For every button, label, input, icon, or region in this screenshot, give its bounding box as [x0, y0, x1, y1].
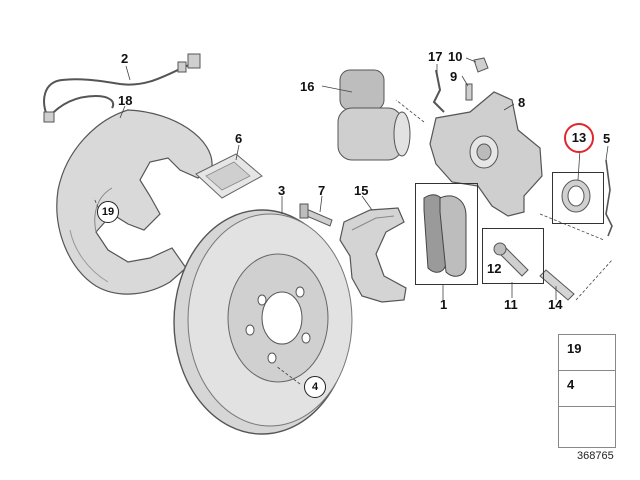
callout-9[interactable]: 9 — [450, 69, 458, 84]
brake-disc[interactable] — [173, 209, 353, 435]
legend-box-bolt-19: 19 — [558, 334, 616, 372]
piston-seal-ring[interactable] — [561, 179, 591, 213]
callout-19-circled[interactable]: 19 — [97, 201, 119, 223]
brake-pads[interactable] — [423, 194, 467, 277]
guide-pin[interactable] — [539, 269, 575, 301]
guide-bolt[interactable] — [299, 203, 333, 227]
wear-sensor-cable[interactable] — [43, 53, 201, 123]
guide-sleeve[interactable] — [493, 242, 529, 277]
seal-ring-kit-box — [552, 172, 604, 224]
callout-16[interactable]: 16 — [300, 79, 315, 94]
grease-packet[interactable] — [195, 153, 263, 199]
caliper-carrier[interactable] — [339, 207, 407, 303]
legend-number-4: 4 — [567, 377, 575, 392]
callout-15[interactable]: 15 — [354, 183, 369, 198]
brake-pad-kit-box — [415, 183, 478, 285]
bleed-screw[interactable] — [465, 83, 473, 101]
brake-caliper[interactable] — [429, 91, 543, 217]
guide-sleeve-kit-box — [482, 228, 544, 284]
legend-box-arrow — [558, 406, 616, 448]
callout-11[interactable]: 11 — [504, 297, 518, 312]
callout-4-circled[interactable]: 4 — [304, 376, 326, 398]
callout-7[interactable]: 7 — [318, 183, 326, 198]
legend-number-19: 19 — [567, 341, 582, 356]
callout-12[interactable]: 12 — [487, 261, 502, 276]
callout-8[interactable]: 8 — [518, 95, 526, 110]
callout-5[interactable]: 5 — [603, 131, 611, 146]
callout-1[interactable]: 1 — [440, 297, 448, 312]
return-spring[interactable] — [605, 159, 613, 237]
bleed-cap[interactable] — [473, 57, 489, 73]
callout-3[interactable]: 3 — [278, 183, 286, 198]
spring-clip[interactable] — [432, 69, 445, 113]
callout-2[interactable]: 2 — [121, 51, 129, 66]
callout-14[interactable]: 14 — [548, 297, 563, 312]
parking-brake-actuator[interactable] — [337, 69, 411, 161]
diagram-number: 368765 — [577, 450, 614, 462]
legend-box-bolt-4: 4 — [558, 370, 616, 408]
leader-lines — [93, 57, 613, 385]
callout-18[interactable]: 18 — [118, 93, 133, 108]
callout-13[interactable]: 13 — [564, 123, 594, 153]
callout-6[interactable]: 6 — [235, 131, 243, 146]
callout-10[interactable]: 10 — [448, 49, 463, 64]
callout-17[interactable]: 17 — [428, 49, 443, 64]
